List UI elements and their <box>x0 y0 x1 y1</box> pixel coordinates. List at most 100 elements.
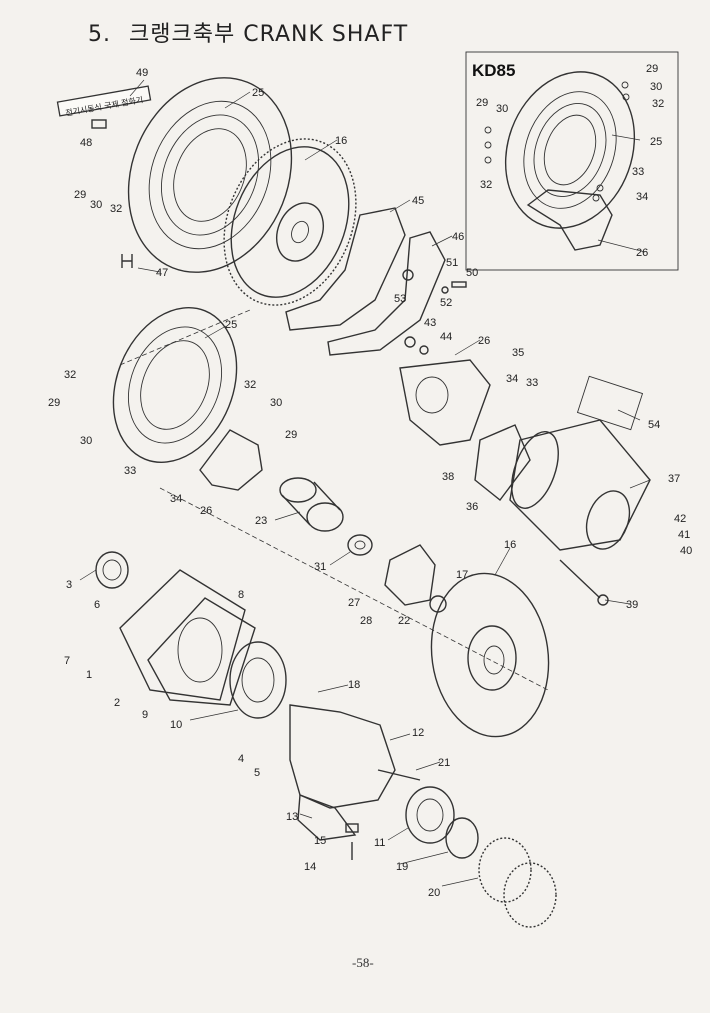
callout-41: 41 <box>678 529 690 541</box>
part-47 <box>121 254 133 268</box>
callout-37: 37 <box>668 473 680 485</box>
section-title-english: CRANK SHAFT <box>243 22 409 47</box>
callout-9: 9 <box>142 709 148 721</box>
callout-13: 13 <box>286 811 298 823</box>
washer-15 <box>345 823 359 833</box>
assembly-axis-lower <box>159 487 549 691</box>
plate-45 <box>285 207 406 331</box>
callout-25b: 25 <box>225 319 237 331</box>
callout-51: 51 <box>446 257 458 269</box>
callout-53: 53 <box>394 293 406 305</box>
callout-10: 10 <box>170 719 182 731</box>
callout-34: 34 <box>506 373 518 385</box>
callout-33: 33 <box>526 377 538 389</box>
label-54 <box>576 375 644 431</box>
callout-29: 29 <box>74 189 86 201</box>
upper-flywheel-16 <box>223 138 357 306</box>
inset-callout-29b: 29 <box>476 97 488 109</box>
washer-52 <box>441 286 449 294</box>
inset-callout-32b: 32 <box>480 179 492 191</box>
page-number: -58- <box>352 955 374 970</box>
bearing-10 <box>229 641 287 719</box>
oring-9 <box>177 617 223 683</box>
kd85-inset: KD85 <box>465 51 679 271</box>
callout-14: 14 <box>304 861 316 873</box>
callout-43: 43 <box>424 317 436 329</box>
segment-46 <box>327 231 446 356</box>
callout-23: 23 <box>255 515 267 527</box>
bolt-39 <box>559 559 601 599</box>
callout-29c: 29 <box>285 429 297 441</box>
gasket-38 <box>474 424 531 501</box>
callout-39: 39 <box>626 599 638 611</box>
tag-plate-49: 전기시동식 국제 점화기 <box>56 85 152 118</box>
callout-40: 40 <box>680 545 692 557</box>
leader-lines <box>79 79 651 887</box>
callout-11: 11 <box>374 837 385 849</box>
section-number: 5. <box>88 22 111 47</box>
key-48 <box>91 119 107 129</box>
inset-callout-32: 32 <box>652 98 664 110</box>
callout-3: 3 <box>66 579 72 591</box>
section-title-korean: 크랭크축부 <box>129 22 236 47</box>
callout-30c: 30 <box>270 397 282 409</box>
callout-49: 49 <box>136 67 148 79</box>
callout-46: 46 <box>452 231 464 243</box>
seal-31 <box>347 534 373 556</box>
callout-19: 19 <box>396 861 408 873</box>
callout-29b: 29 <box>48 397 60 409</box>
bolt-50 <box>451 281 467 288</box>
seal-3 <box>95 551 129 589</box>
callout-34b: 34 <box>170 493 182 505</box>
callout-21: 21 <box>438 757 450 769</box>
inset-callout-25: 25 <box>650 136 662 148</box>
callout-numbers: 49 25 48 16 29 30 32 45 46 47 51 50 53 5… <box>48 63 692 899</box>
inset-callout-34: 34 <box>636 191 648 203</box>
inset-cover-25 <box>504 71 636 229</box>
weight-13 <box>297 794 357 841</box>
callout-22: 22 <box>398 615 410 627</box>
guard-26 <box>199 429 263 491</box>
callout-16b: 16 <box>504 539 516 551</box>
callout-4: 4 <box>238 753 244 765</box>
callout-20: 20 <box>428 887 440 899</box>
inset-callout-33: 33 <box>632 166 644 178</box>
callout-54: 54 <box>648 419 660 431</box>
housing-2 <box>147 597 256 706</box>
callout-52: 52 <box>440 297 452 309</box>
callout-35: 35 <box>512 347 524 359</box>
starter-motor-37 <box>509 419 651 551</box>
inset-callout-26: 26 <box>636 247 648 259</box>
callout-5: 5 <box>254 767 260 779</box>
inset-callout-30b: 30 <box>496 103 508 115</box>
inset-callout-30: 30 <box>650 81 662 93</box>
page-title: 5. 크랭크축부 CRANK SHAFT <box>88 16 408 48</box>
gear-20 <box>478 837 532 903</box>
washer-43 <box>404 336 416 348</box>
callout-2: 2 <box>114 697 120 709</box>
inset-frame <box>465 51 679 271</box>
callout-7: 7 <box>64 655 70 667</box>
bracket-26 <box>399 359 491 446</box>
callout-42: 42 <box>674 513 686 525</box>
nut-44 <box>419 345 429 355</box>
callout-45: 45 <box>412 195 424 207</box>
lower-pulley-16 <box>430 572 550 738</box>
callout-18: 18 <box>348 679 360 691</box>
callout-27: 27 <box>348 597 360 609</box>
gear-22 <box>384 544 436 606</box>
callout-32b: 32 <box>64 369 76 381</box>
callout-47: 47 <box>156 267 168 279</box>
callout-28: 28 <box>360 615 372 627</box>
bearing-11 <box>405 786 455 844</box>
callout-1: 1 <box>86 669 92 681</box>
callout-30b: 30 <box>80 435 92 447</box>
upper-cover-25 <box>127 77 293 273</box>
inset-callout-29: 29 <box>646 63 658 75</box>
callout-8: 8 <box>238 589 244 601</box>
callout-26: 26 <box>478 335 490 347</box>
callout-33b: 33 <box>124 465 136 477</box>
inset-bracket-26 <box>526 189 613 251</box>
callout-12: 12 <box>412 727 424 739</box>
